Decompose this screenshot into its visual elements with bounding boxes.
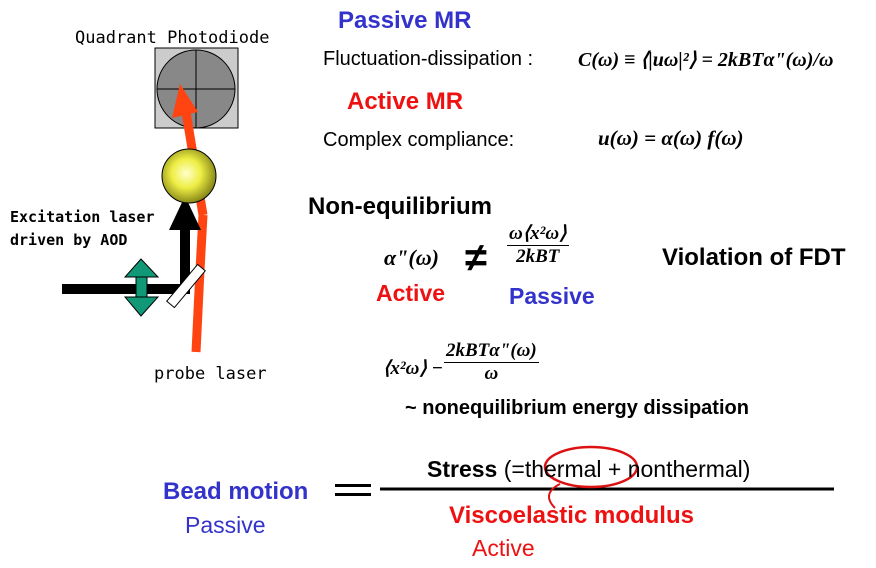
excitation-label-line2: driven by AOD <box>10 231 128 249</box>
probe-laser-label: probe laser <box>154 364 267 384</box>
bottom-active-label: Active <box>472 535 535 561</box>
violation-fdt: Violation of FDT <box>662 244 846 271</box>
thermal-pointer-arrow <box>548 483 561 509</box>
diff-fraction: 2kBTα"(ω) ω <box>444 340 539 385</box>
quadrant-photodiode <box>154 47 239 129</box>
passive-fraction-den: 2kBT <box>516 246 560 267</box>
trapped-bead <box>161 148 217 204</box>
bead-motion-label: Bead motion <box>163 478 309 505</box>
thermal-highlight-circle <box>543 445 639 489</box>
dissipation-note: ~ nonequilibrium energy dissipation <box>405 397 749 419</box>
fd-formula: C(ω) ≡ ⟨|uω|²⟩ = 2kBTα"(ω)/ω <box>578 49 834 71</box>
stress-close: + nonthermal) <box>607 456 751 482</box>
diff-fraction-num: 2kBTα"(ω) <box>444 340 539 363</box>
fd-label: Fluctuation-dissipation : <box>323 48 534 70</box>
alpha-term: α"(ω) <box>384 245 439 270</box>
diff-fraction-den: ω <box>484 363 499 384</box>
passive-fraction: ω⟨x²ω⟩ 2kBT <box>507 222 569 268</box>
viscoelastic-label: Viscoelastic modulus <box>449 502 694 529</box>
big-equals-sign <box>335 484 371 496</box>
compliance-formula: u(ω) = α(ω) f(ω) <box>598 126 744 150</box>
noneq-active-label: Active <box>376 280 446 306</box>
diff-left: ⟨x²ω⟩ − <box>383 358 444 379</box>
active-mr-heading: Active MR <box>347 88 464 115</box>
aod-motion-arrow <box>123 258 160 317</box>
stress-open: (= <box>503 456 525 482</box>
stress-word: Stress <box>427 456 498 482</box>
excitation-label-line1: Excitation laser <box>10 208 155 226</box>
dichroic-mirror <box>166 263 206 309</box>
noneq-heading: Non-equilibrium <box>308 193 492 220</box>
not-equal-sign: ≠ <box>465 236 487 280</box>
passive-mr-heading: Passive MR <box>338 7 472 34</box>
bottom-passive-label: Passive <box>185 512 266 538</box>
qpd-label: Quadrant Photodiode <box>75 28 270 48</box>
noneq-passive-label: Passive <box>509 283 595 309</box>
passive-fraction-num: ω⟨x²ω⟩ <box>507 223 569 246</box>
stress-line: Stress (=thermal + nonthermal) <box>427 456 750 483</box>
thermal-word: thermal <box>524 456 602 482</box>
compliance-label: Complex compliance: <box>323 129 515 151</box>
